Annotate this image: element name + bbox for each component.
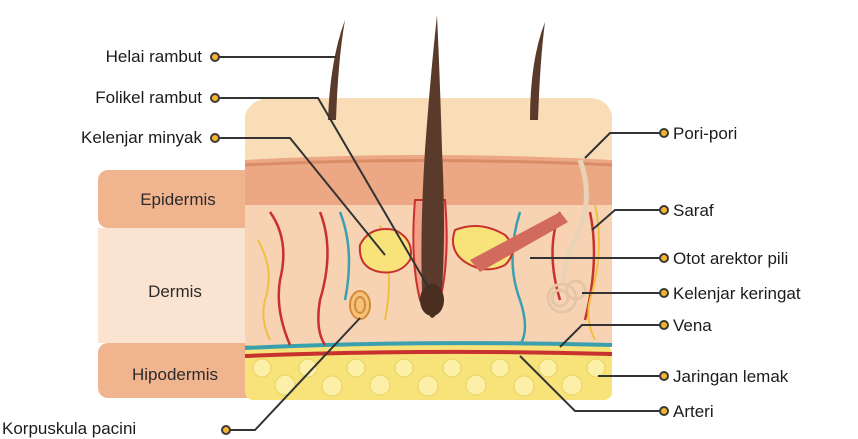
label-pacinian-text: Korpuskula pacini [2, 419, 136, 438]
layer-label-dermis: Dermis [148, 282, 202, 301]
label-hair-shaft-text: Helai rambut [106, 47, 203, 66]
label-fat: Jaringan lemak [598, 367, 789, 386]
pacinian-corpuscle [350, 291, 370, 319]
label-sweat-gland-text: Kelenjar keringat [673, 284, 801, 303]
label-hair-shaft: Helai rambut [106, 47, 336, 66]
layer-label-hypodermis: Hipodermis [132, 365, 218, 384]
oil-gland-left [360, 229, 411, 273]
label-vein-text: Vena [673, 316, 712, 335]
hair-center [421, 15, 444, 318]
label-nerve-text: Saraf [673, 201, 714, 220]
skin-block [245, 15, 612, 400]
label-arrector-text: Otot arektor pili [673, 249, 788, 268]
label-hair-follicle-text: Folikel rambut [95, 88, 202, 107]
layer-label-epidermis: Epidermis [140, 190, 216, 209]
label-artery-text: Arteri [673, 402, 714, 421]
label-sweat-gland: Kelenjar keringat [582, 284, 801, 303]
label-oil-gland-text: Kelenjar minyak [81, 128, 202, 147]
label-fat-text: Jaringan lemak [673, 367, 789, 386]
label-pore-text: Pori-pori [673, 124, 737, 143]
